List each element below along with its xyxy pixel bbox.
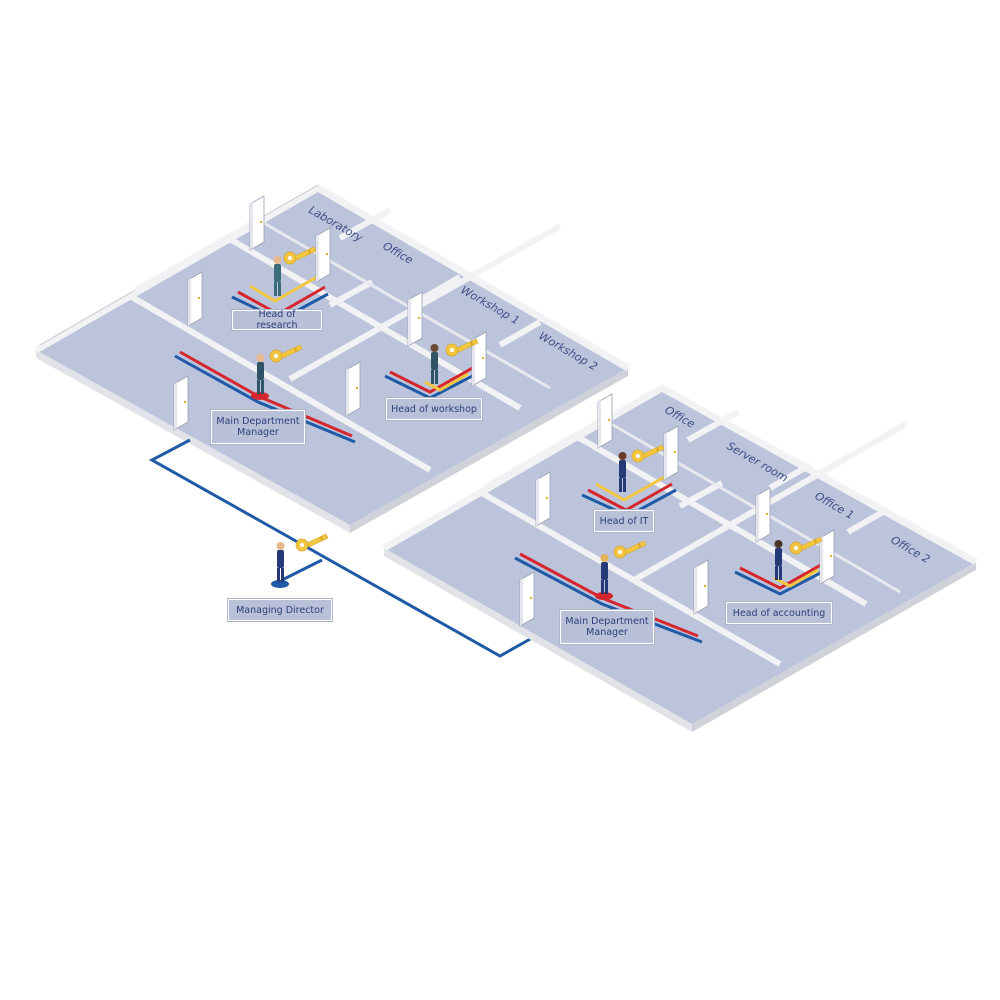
left-building: Laboratory Office Workshop 1 Workshop 2 [34,183,630,533]
person-head-of-it [618,452,627,492]
person-head-of-research [273,256,282,296]
label-main-department-manager-left: Main Department Manager [211,410,305,444]
label-managing-director: Managing Director [228,599,332,621]
person-main-department-manager [251,354,269,400]
right-building: Office Server room Office 1 Office 2 [382,383,978,732]
person-main-department-manager-right [595,554,613,600]
door-icon [315,227,331,283]
door-icon [173,375,189,431]
door-icon [407,291,423,347]
label-head-of-it: Head of IT [594,510,654,532]
person-head-of-accounting [774,540,783,580]
door-icon [597,393,613,449]
access-path-yellow [249,272,323,303]
door-icon [345,361,361,417]
label-head-of-research: Head of research [232,309,322,331]
label-main-department-manager-right: Main Department Manager [560,610,654,644]
label-head-of-workshop: Head of workshop [386,398,482,420]
door-icon [187,271,203,327]
door-icon [535,471,551,527]
door-icon [663,425,679,481]
door-icon [755,487,771,543]
label-head-of-accounting: Head of accounting [726,602,832,624]
door-icon [819,529,835,585]
door-icon [249,195,265,251]
door-icon [693,559,709,615]
person-managing-director [271,542,289,588]
person-head-of-workshop [430,344,439,384]
managing-director-access-path [148,438,533,658]
door-icon [519,571,535,627]
